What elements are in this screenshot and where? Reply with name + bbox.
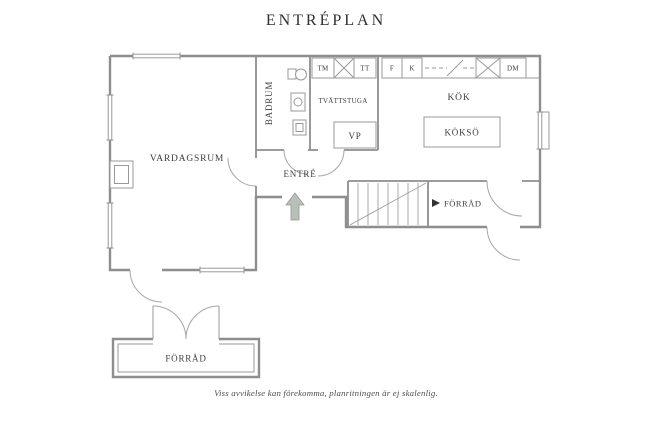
- shed-outer-wall: [111, 337, 261, 379]
- window-erase: [106, 203, 114, 248]
- shed-door-arc-left: [152, 305, 187, 340]
- window-panes: [106, 202, 114, 249]
- room-label-kok: KÖK: [448, 91, 471, 103]
- toilet-tank: [287, 68, 297, 80]
- storage-inner: FÖRRÅD: [432, 199, 481, 209]
- dryer-label: TT: [360, 65, 370, 73]
- room-label-vardagsrum: VARDAGSRUM: [150, 154, 224, 164]
- window-panes: [132, 52, 181, 60]
- door-arc-tvattstuga: [317, 149, 345, 177]
- window-erase: [106, 95, 114, 140]
- disclaimer-text: Viss avvikelse kan förekomma, planritnin…: [214, 388, 438, 398]
- freezer-label: K: [409, 65, 414, 73]
- laundry-cross-icon: [333, 57, 355, 79]
- window-left-upper: [106, 94, 114, 141]
- room-label-forrad-inre: FÖRRÅD: [444, 199, 481, 209]
- kitchen-island: KÖKSÖ: [423, 116, 501, 148]
- room-label-tvattstuga: TVÄTTSTUGA: [318, 97, 367, 105]
- hob-cross-icon: [475, 57, 501, 79]
- entry-arrow: [285, 192, 305, 221]
- window-erase: [200, 266, 244, 274]
- counter-slash-icon: [446, 59, 464, 77]
- window-right: [536, 111, 550, 150]
- heat-pump: VP: [333, 121, 377, 149]
- window-panes: [199, 266, 245, 274]
- heat-pump-box: [333, 121, 377, 149]
- stair-diagonal: [349, 182, 427, 226]
- dishwasher-label: DM: [507, 65, 519, 73]
- room-label-entre: ENTRÉ: [284, 169, 317, 179]
- heat-pump-label: VP: [348, 131, 361, 141]
- shower-drain-icon: [295, 123, 304, 132]
- fireplace: [109, 160, 134, 189]
- window-panes: [536, 111, 544, 150]
- door-arc-forrad: [486, 180, 523, 217]
- kitchen-island-box: [423, 116, 501, 148]
- window-top: [132, 52, 181, 60]
- door-arc-livingroom: [227, 157, 257, 187]
- laundry-appliances: TM TT: [311, 57, 377, 79]
- bathroom-fixtures: [287, 68, 307, 136]
- fireplace-inner: [114, 165, 129, 184]
- door-arc-exterior-left: [129, 269, 163, 303]
- shed-door-arc-right: [185, 305, 220, 340]
- page-title: ENTRÉPLAN: [266, 10, 386, 29]
- door-arc-exterior-right: [486, 226, 521, 261]
- shed-inner-wall: [117, 343, 255, 373]
- room-label-badrum: BADRUM: [264, 81, 274, 125]
- dishwasher-box: [499, 57, 527, 79]
- door-arc-badrum: [283, 149, 309, 175]
- storage-shed: FÖRRÅD: [111, 305, 261, 379]
- window-left-lower: [106, 202, 114, 249]
- washing-machine-label: TM: [317, 65, 329, 73]
- entry-arrow-icon: [285, 192, 305, 221]
- window-erase: [536, 112, 544, 149]
- direction-triangle-icon: [432, 199, 440, 207]
- sink-basin-icon: [293, 97, 303, 107]
- window-erase: [133, 52, 180, 60]
- kitchen-appliances: F K DM: [381, 57, 540, 79]
- interior-walls: [255, 56, 540, 227]
- staircase: [349, 182, 427, 226]
- fridge-label: F: [390, 65, 394, 73]
- window-bottom: [199, 266, 245, 274]
- room-label-forrad-uthus: FÖRRÅD: [165, 354, 206, 364]
- toilet-bowl-icon: [295, 68, 307, 81]
- window-bay: [543, 111, 550, 150]
- shed-door-leaves: [152, 306, 220, 339]
- window-panes: [106, 94, 114, 141]
- dryer-box: [353, 57, 377, 79]
- room-label-kokso: KÖKSÖ: [444, 128, 479, 138]
